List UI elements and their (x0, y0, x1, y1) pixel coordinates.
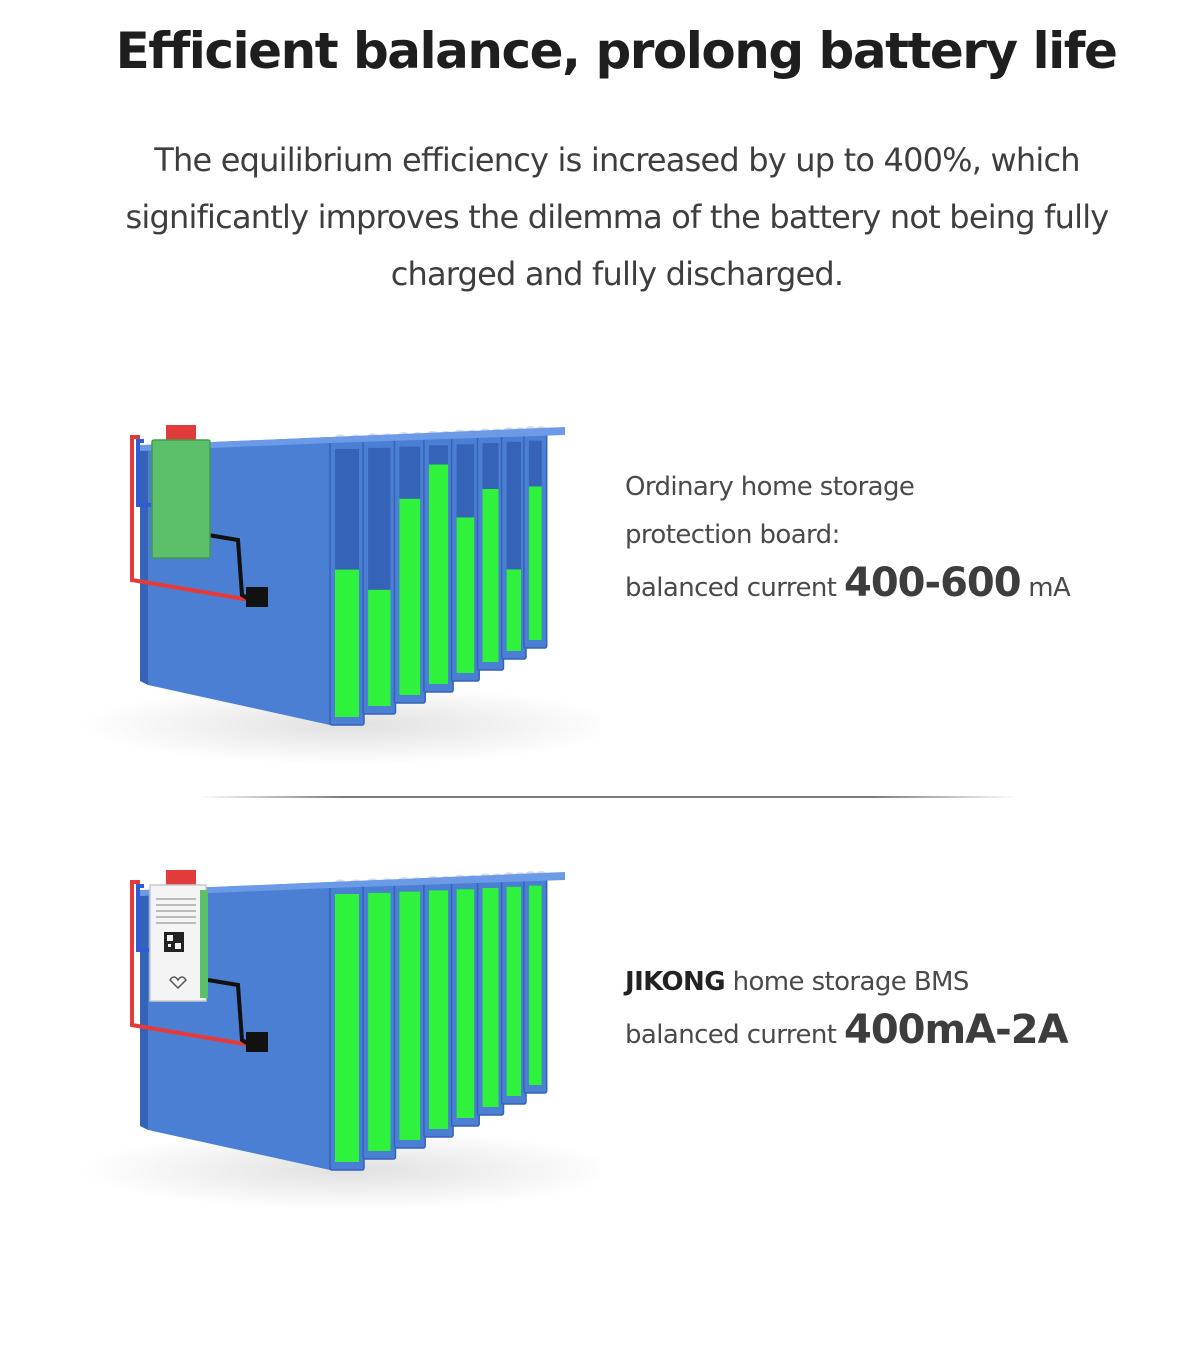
cell-charge-level (506, 886, 521, 1096)
ordinary-current-value: 400-600 (844, 560, 1022, 606)
blue-cable (136, 439, 156, 507)
ordinary-board-spec: Ordinary home storage protection board: … (625, 463, 1071, 612)
battery-cell (423, 875, 454, 1138)
ordinary-protection-board (151, 439, 211, 559)
battery-cell (450, 874, 480, 1127)
cell-charge-level (506, 569, 521, 651)
ordinary-current-label: balanced current (625, 573, 837, 603)
battery-top-face (140, 872, 565, 896)
battery-cell (523, 871, 548, 1094)
jikong-spec-line1: home storage BMS (732, 967, 970, 997)
battery-cell (450, 429, 480, 682)
cell-charge-level (368, 892, 391, 1151)
cell-charge-level (528, 486, 542, 640)
battery-cell (329, 434, 365, 726)
battery-top-face (140, 427, 565, 451)
battery-cell (523, 426, 548, 649)
ordinary-spec-line2: protection board: (625, 520, 840, 550)
cell-charge-level (368, 589, 391, 706)
battery-cell (393, 877, 426, 1149)
battery-cell (500, 427, 527, 660)
cell-charge-level (456, 517, 475, 673)
jikong-brand-name: JIKONG (625, 967, 726, 997)
qr-code-icon (164, 932, 184, 952)
section-divider (198, 796, 1018, 798)
battery-cell (362, 433, 397, 715)
battery-cell (362, 878, 397, 1160)
ordinary-current-unit: mA (1028, 573, 1071, 603)
battery-cell (476, 873, 505, 1116)
page-description: The equilibrium efficiency is increased … (125, 141, 1110, 293)
cell-charge-level (428, 890, 449, 1129)
cell-charge-level (428, 464, 449, 684)
cell-charge-level (399, 498, 421, 695)
cell-charge-level (528, 885, 542, 1085)
battery-cell (476, 428, 505, 671)
connector (246, 1032, 268, 1052)
cell-charge-level (335, 894, 359, 1162)
cell-charge-level (482, 888, 499, 1107)
cell-charge-level (456, 889, 475, 1118)
battery-cell (500, 872, 527, 1105)
ordinary-spec-line1: Ordinary home storage (625, 472, 915, 502)
page-title: Efficient balance, prolong battery life (115, 22, 1118, 80)
battery-cell (393, 432, 426, 704)
cell-charge-level (335, 569, 359, 717)
cell-charge-level (399, 891, 421, 1140)
battery-cell (329, 879, 365, 1171)
brand-logo-icon (169, 976, 187, 990)
connector (246, 587, 268, 607)
cell-charge-level (482, 488, 499, 662)
battery-cell (423, 430, 454, 693)
blue-cable (136, 884, 156, 952)
jikong-bms-spec: JIKONG home storage BMS balanced current… (625, 958, 1069, 1059)
ordinary-battery-pack-image (60, 395, 600, 775)
jikong-battery-pack-image (60, 840, 600, 1220)
jikong-current-label: balanced current (625, 1020, 837, 1050)
jikong-current-value: 400mA-2A (844, 1007, 1069, 1053)
